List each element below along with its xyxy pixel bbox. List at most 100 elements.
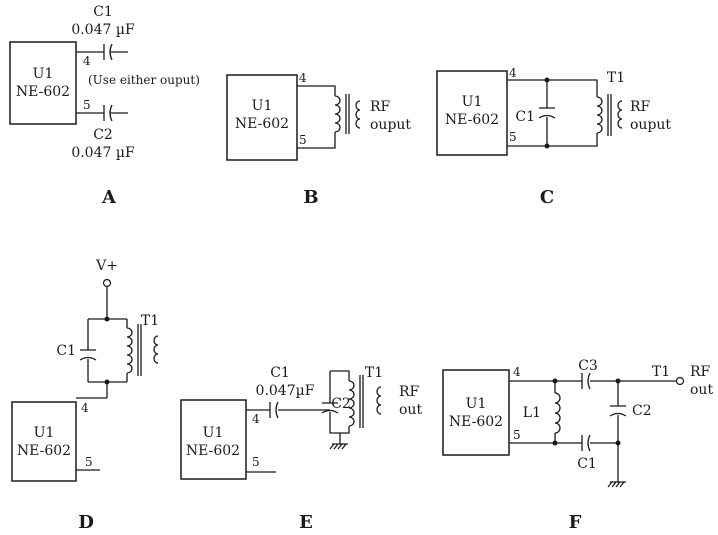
panel-c-node-bottom: [544, 143, 550, 149]
panel-f-output-terminal: [675, 376, 685, 386]
panel-e-t1-primary-winding: [348, 380, 355, 427]
panel-b-chip-ref: U1: [252, 98, 273, 114]
panel-d-t1-ref: T1: [141, 313, 159, 329]
panel-b-output-line1: RF: [370, 99, 391, 115]
panel-c-node-top: [544, 77, 550, 83]
panel-e-ground: [329, 443, 348, 450]
panel-a-pin5-label: 5: [83, 98, 91, 112]
panel-d-supply-terminal: [102, 278, 112, 288]
panel-b: U1 NE-602 4 5 RF ouput B: [226, 71, 411, 208]
panel-c-bus-wiring: [507, 79, 598, 147]
panel-a-label: A: [101, 187, 117, 208]
panel-c-c1-ref: C1: [515, 109, 535, 125]
panel-b-label: B: [303, 187, 318, 208]
panel-f-pin5-label: 5: [513, 428, 521, 442]
panel-f-ground: [607, 481, 626, 488]
panel-f-output-line1: RF: [690, 364, 711, 380]
panel-f-chip-ref: U1: [466, 396, 487, 412]
panel-d-label: D: [78, 512, 94, 533]
panel-a-chip: [9, 41, 77, 125]
panel-d-chip-ref: U1: [34, 425, 55, 441]
panel-a-chip-part: NE-602: [16, 84, 70, 100]
panel-b-t-secondary-winding: [355, 100, 361, 129]
panel-a-c1-ref: C1: [93, 4, 113, 20]
panel-e-t1-ref: T1: [365, 365, 383, 381]
panel-d-node-bottom: [104, 379, 110, 385]
panel-c-t1-secondary-winding: [617, 100, 623, 129]
panel-f-c1-symbol: [581, 434, 591, 452]
panel-a-c2-value: 0.047 µF: [71, 145, 135, 161]
panel-c-output-line1: RF: [630, 99, 651, 115]
panel-f-c1-ref: C1: [577, 456, 597, 472]
panel-a-c2-symbol: [103, 104, 113, 122]
panel-b-chip: [226, 74, 298, 161]
panel-f-output-line2: out: [690, 382, 713, 398]
panel-e-chip: [180, 399, 247, 480]
panel-d-c1-symbol: [79, 349, 97, 361]
panel-d-supply-label: V+: [95, 258, 118, 274]
panel-c-chip-ref: U1: [462, 94, 483, 110]
panel-a-chip-ref: U1: [33, 66, 54, 82]
panel-e-t1-core: [359, 375, 364, 428]
panel-c-chip: [436, 70, 508, 156]
panel-e-c1-ref: C1: [270, 365, 290, 381]
panel-e: U1 NE-602 4 5 C1 0.047µF C2 T1 RF out E: [180, 365, 422, 533]
panel-d-chip: [11, 401, 77, 482]
panel-f-node-l1-top: [552, 378, 558, 384]
panel-e-label: E: [299, 512, 313, 533]
panel-e-output-line2: out: [399, 402, 422, 418]
panel-f-node-l1-bottom: [552, 440, 558, 446]
panel-d-c1-ref: C1: [56, 343, 76, 359]
panel-d: V+ C1 T1 U1 NE-602 4 5 D: [11, 258, 159, 533]
panel-f-l1-ref: L1: [523, 405, 541, 421]
panel-b-chip-part: NE-602: [235, 116, 289, 132]
panel-f-chip: [442, 369, 510, 456]
panel-f-pin4-label: 4: [513, 365, 521, 379]
panel-d-t1-primary-winding: [126, 327, 133, 374]
panel-a: U1 NE-602 4 C1 0.047 µF (Use either oupu…: [9, 4, 200, 208]
panel-e-chip-part: NE-602: [186, 443, 240, 459]
panel-e-chip-ref: U1: [203, 425, 224, 441]
panel-f-c2-ref: C2: [632, 403, 652, 419]
panel-c-chip-part: NE-602: [445, 112, 499, 128]
panel-f-c2-symbol: [609, 405, 627, 417]
panel-c-pin4-label: 4: [509, 66, 517, 80]
panel-e-c1-symbol: [269, 401, 279, 419]
panel-a-note: (Use either ouput): [88, 73, 200, 87]
panel-b-t-primary-winding: [334, 95, 341, 133]
panel-b-pin5-label: 5: [299, 133, 307, 147]
panel-f-node-c1-c2: [615, 440, 621, 446]
panel-e-pin4-label: 4: [252, 412, 260, 426]
panel-c-label: C: [540, 187, 554, 208]
panel-f-c3-ref: C3: [578, 358, 598, 374]
panel-e-tank-wiring: [329, 370, 350, 444]
panel-f-t1-ref: T1: [652, 364, 670, 380]
panel-f-l1-winding: [554, 392, 561, 434]
panel-d-chip-part: NE-602: [17, 443, 71, 459]
panel-a-c1-value: 0.047 µF: [71, 22, 135, 38]
panel-f-label: F: [569, 512, 582, 533]
panel-c-t1-ref: T1: [607, 70, 625, 86]
panel-e-t1-secondary-winding: [376, 386, 382, 415]
panel-f: U1 NE-602 4 5 L1 C3 C1 C2 T1 RF out F: [442, 358, 713, 533]
panel-a-c1-symbol: [103, 43, 113, 61]
panel-a-c2-ref: C2: [93, 127, 113, 143]
panel-e-pin5-label: 5: [252, 455, 260, 469]
panel-c-pin5-label: 5: [509, 130, 517, 144]
panel-d-t1-core: [137, 324, 142, 376]
panel-c-t1-core: [607, 94, 612, 136]
panel-d-pin4-label: 4: [81, 401, 89, 415]
panel-b-t-core: [345, 94, 350, 134]
panel-c: U1 NE-602 4 5 C1 T1 RF ouput C: [436, 66, 671, 208]
panel-b-primary-wiring: [297, 85, 336, 149]
panel-c-output-line2: ouput: [630, 117, 671, 133]
panel-f-c3-symbol: [581, 372, 591, 390]
panel-e-output-line1: RF: [399, 384, 420, 400]
panel-d-t1-secondary-winding: [153, 335, 159, 364]
panel-d-node-top: [104, 316, 110, 322]
panel-d-pin5-label: 5: [85, 455, 93, 469]
panel-c-t1-primary-winding: [596, 96, 603, 134]
panel-b-output-line2: ouput: [370, 117, 411, 133]
panel-c-c1-symbol: [538, 107, 556, 119]
